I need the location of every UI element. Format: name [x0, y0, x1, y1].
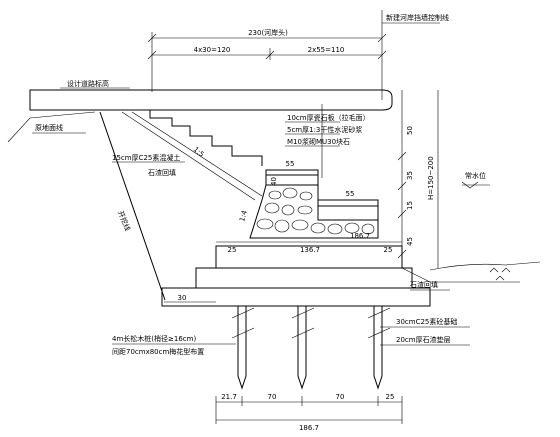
retaining-wall: 55 55 40 1:4 10cm厚瓷石板（拉毛面） 5cm厚1:3干性水泥砂浆…: [238, 104, 379, 239]
riverbed-fill-label: 石渣回填: [410, 280, 438, 289]
dim-40: 40: [270, 177, 278, 186]
dim-pile-21-7: 21.7: [221, 393, 237, 401]
masonry-stones: [256, 187, 375, 235]
original-ground-label: 原地面线: [35, 123, 63, 132]
design-road-elevation-label: 设计道路标高: [67, 79, 109, 88]
height-dimensions: 50 35 15 45 H=150~200: [397, 90, 439, 268]
layer-label-mortar: 5cm厚1:3干性水泥砂浆: [287, 125, 362, 134]
layer-label-masonry: M10浆砌MU30块石: [287, 137, 350, 146]
dim-height-50: 50: [406, 126, 414, 135]
dim-25-left: 25: [228, 246, 237, 254]
top-dimensions: 230(河岸头) 4x30=120 2x55=110 新建河岸挡墙控制线: [147, 10, 449, 100]
slope-ratio-label: 1:5: [192, 145, 206, 158]
dim-bottom-186-7: 186.7: [299, 424, 319, 432]
timber-piles: [231, 306, 391, 390]
dim-pile-70-b: 70: [336, 393, 345, 401]
dim-30: 30: [178, 294, 187, 302]
slope-fill-label: 石渣回填: [148, 168, 176, 177]
excavation-line-label: 开挖线: [116, 209, 132, 232]
dim-cap-55: 55: [286, 160, 295, 168]
bottom-dimensions: 21.7 70 70 25 186.7: [215, 393, 403, 432]
base-note-concrete: 30cmC25素砼基础: [396, 317, 457, 326]
dim-height-35: 35: [406, 171, 414, 180]
base-note-gravel: 20cm厚石渣垫层: [396, 335, 451, 344]
wall-batter-ratio: 1:4: [238, 209, 249, 222]
pile-notes: 4m长松木桩(梢径≥16cm) 间距70cmx80cm梅花型布置 30cmC25…: [112, 317, 470, 356]
ground-and-excavation: 原地面线 开挖线 石渣回填 15cm厚C25素混凝土: [7, 111, 185, 301]
dim-step-55: 55: [346, 190, 355, 198]
dim-186-7-top: 186.7: [350, 232, 370, 240]
control-line-note: 新建河岸挡墙控制线: [386, 13, 449, 22]
dim-steps-width: 4x30=120: [194, 46, 231, 54]
river-side: 常水位 石渣回填: [401, 171, 541, 291]
dim-height-45: 45: [406, 237, 414, 246]
dim-25-right: 25: [384, 246, 393, 254]
layer-label-slab: 10cm厚瓷石板（拉毛面）: [287, 113, 370, 122]
dim-136-7: 136.7: [300, 246, 320, 254]
concrete-slope-label: 15cm厚C25素混凝土: [112, 153, 180, 162]
dim-wall-top-width: 2x55=110: [308, 46, 345, 54]
pile-note-length: 4m长松木桩(梢径≥16cm): [112, 334, 196, 343]
water-level-label: 常水位: [465, 171, 486, 180]
pile-note-spacing: 间距70cmx80cm梅花型布置: [112, 347, 204, 356]
dim-height-15: 15: [406, 201, 414, 210]
dim-pile-70-a: 70: [268, 393, 277, 401]
dim-total-width: 230(河岸头): [248, 28, 288, 37]
dim-height-total: H=150~200: [427, 156, 435, 200]
dim-pile-25: 25: [386, 393, 395, 401]
foundation: 25 136.7 25 186.7 30: [161, 232, 431, 307]
